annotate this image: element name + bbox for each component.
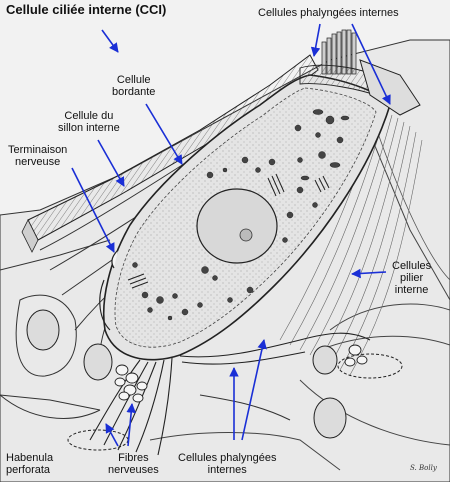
synaptic-boutons (111, 249, 368, 403)
label-border-cell: Cellule bordante (112, 74, 156, 98)
annotation-arrows (71, 23, 391, 447)
arrow-fibres-a (105, 423, 119, 447)
arrow-cci (101, 29, 119, 53)
arrow-phalangeal-top-a (310, 23, 321, 57)
arrow-nerve-ending (71, 167, 115, 253)
label-inner-sulcus-cell: Cellule du sillon interne (58, 110, 120, 134)
arrow-border-cell (145, 103, 183, 165)
diagram-title: Cellule ciliée interne (CCI) (6, 2, 167, 17)
label-nerve-ending: Terminaison nerveuse (8, 144, 68, 168)
artist-signature: S. Bolly (410, 464, 437, 472)
label-habenula-perforata: Habenula perforata (6, 452, 54, 476)
arrow-fibres-b (126, 403, 136, 447)
arrow-phalangeal-bottom-b (241, 339, 267, 441)
label-phalangeal-cells-bottom: Cellules phalyngées internes (178, 452, 277, 476)
arrow-phalangeal-top-b (351, 23, 391, 105)
golgi-stacks (127, 173, 330, 289)
label-inner-pillar-cells: Cellules pilier interne (392, 260, 432, 296)
arrow-pillar (351, 268, 387, 279)
label-nerve-fibres: Fibres nerveuses (108, 452, 159, 476)
organelles (132, 109, 350, 321)
label-phalangeal-cells-top: Cellules phalyngées internes (258, 7, 399, 19)
neighbouring-cell-nuclei (26, 309, 347, 439)
cell-boundaries (0, 294, 291, 421)
pillar-fibres (279, 109, 423, 376)
arrow-inner-sulcus (97, 139, 125, 187)
cell-nucleus (196, 188, 278, 264)
